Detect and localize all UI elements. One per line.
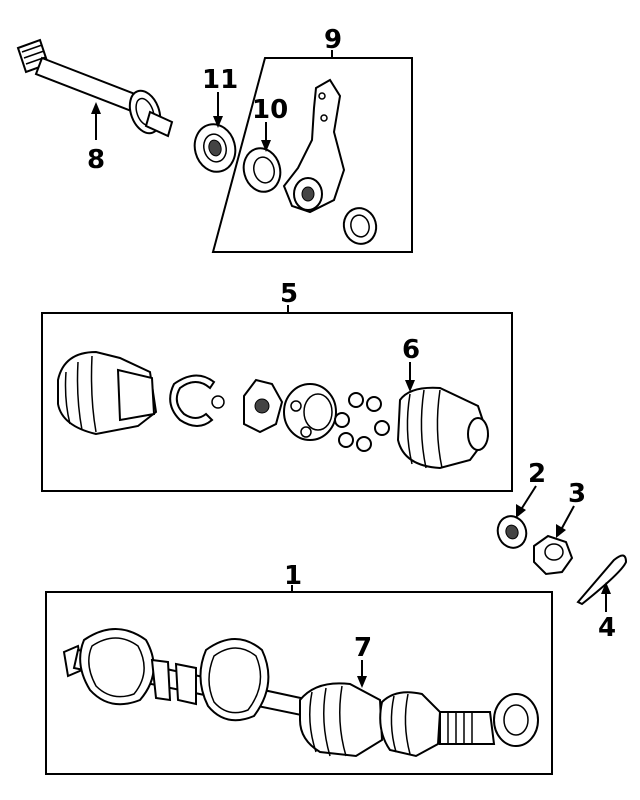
callout-4: 4 — [598, 613, 616, 643]
part-5-frame — [41, 312, 513, 492]
washer-part-2 — [496, 515, 528, 549]
bracket-ring — [342, 207, 378, 245]
part-9-frame — [211, 57, 413, 253]
callout-10: 10 — [252, 95, 288, 125]
cotter-pin-part-4 — [576, 554, 628, 606]
callout-1: 1 — [284, 561, 302, 591]
bearing-part-10 — [242, 147, 282, 193]
callout-11: 11 — [202, 65, 238, 95]
callout-2: 2 — [528, 459, 546, 489]
callout-7: 7 — [354, 633, 372, 663]
callout-9: 9 — [324, 25, 342, 55]
callout-3: 3 — [568, 479, 586, 509]
callout-6: 6 — [402, 335, 420, 365]
boot-kit-contents — [57, 350, 490, 470]
callout-8: 8 — [87, 145, 105, 175]
axle-assembly-contents — [62, 628, 539, 758]
callout-5: 5 — [280, 279, 298, 309]
nut-part-3 — [533, 534, 574, 576]
seal-part-11 — [193, 123, 237, 173]
support-bracket — [282, 78, 346, 214]
inner-shaft-part-8 — [16, 38, 174, 138]
part-1-frame — [45, 591, 553, 775]
leader-lines — [91, 50, 611, 688]
